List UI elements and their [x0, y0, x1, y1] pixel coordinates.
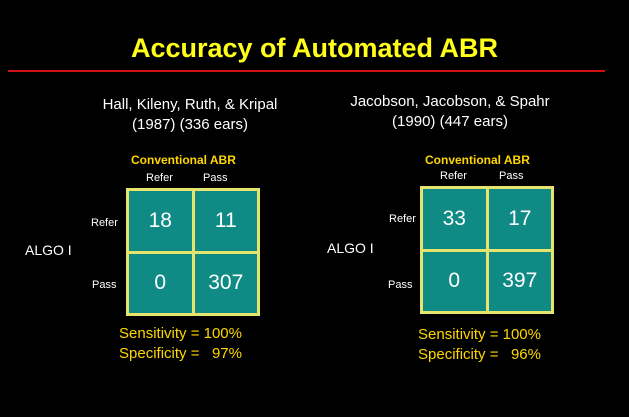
study-1-algo-label: ALGO I: [25, 242, 72, 258]
study-2-sensitivity: Sensitivity = 100%: [418, 326, 541, 343]
study-1-cell-refer-pass: 11: [194, 191, 257, 251]
study-1-authors: Hall, Kileny, Ruth, & Kripal: [102, 96, 278, 113]
study-1-title: Hall, Kileny, Ruth, & Kripal (1987) (336…: [60, 95, 320, 135]
study-1-row-pass: Pass: [92, 279, 117, 291]
study-2-cell-pass-refer: 0: [423, 251, 486, 311]
study-2-authors: Jacobson, Jacobson, & Spahr: [350, 93, 550, 110]
study-2-algo-label: ALGO I: [327, 240, 374, 256]
slide-title: Accuracy of Automated ABR: [130, 33, 499, 63]
study-1-row-refer: Refer: [91, 217, 118, 229]
study-2-row-pass: Pass: [388, 279, 413, 291]
title-divider: [8, 70, 605, 72]
study-2-contingency-table: 33 17 0 397: [420, 186, 554, 314]
study-1-conventional-label: Conventional ABR: [131, 153, 236, 167]
study-1-specificity: Specificity = 97%: [119, 345, 242, 362]
study-2-specificity: Specificity = 96%: [418, 346, 541, 363]
study-2-cell-pass-pass: 397: [488, 251, 551, 311]
study-2-row-refer: Refer: [389, 213, 416, 225]
study-1-sensitivity: Sensitivity = 100%: [119, 325, 242, 342]
study-1-cell-pass-refer: 0: [129, 253, 192, 313]
study-1-col-refer: Refer: [146, 172, 173, 184]
study-1-contingency-table: 18 11 0 307: [126, 188, 260, 316]
study-1-cell-pass-pass: 307: [194, 253, 257, 313]
study-2-conventional-label: Conventional ABR: [425, 153, 530, 167]
study-2-col-pass: Pass: [499, 170, 524, 182]
study-2-cell-refer-refer: 33: [423, 189, 486, 249]
study-2-title: Jacobson, Jacobson, & Spahr (1990) (447 …: [340, 92, 560, 132]
study-1-col-pass: Pass: [203, 172, 228, 184]
study-2-col-refer: Refer: [440, 170, 467, 182]
study-2-year-ears: (1990) (447 ears): [392, 113, 508, 130]
study-1-year-ears: (1987) (336 ears): [132, 116, 248, 133]
study-2-cell-refer-pass: 17: [488, 189, 551, 249]
study-1-cell-refer-refer: 18: [129, 191, 192, 251]
